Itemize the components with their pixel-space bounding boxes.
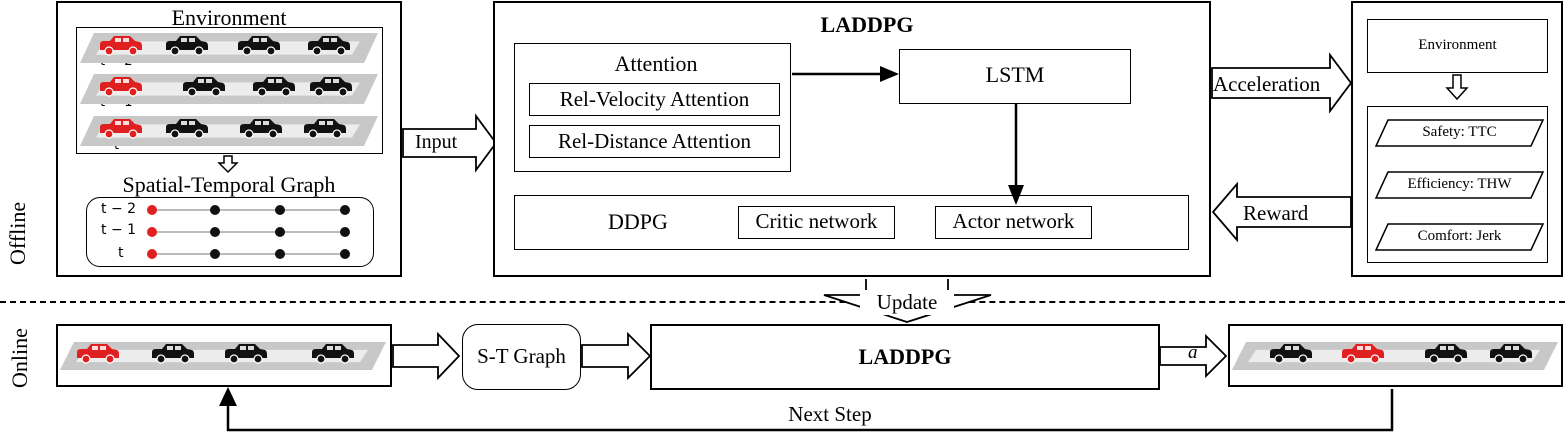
ego-car-icon xyxy=(100,36,142,56)
car-icon xyxy=(166,36,208,56)
car-icon xyxy=(1270,344,1312,364)
car-icon xyxy=(152,344,194,364)
graph-title: Spatial-Temporal Graph xyxy=(122,172,336,197)
env-road-frame-0 xyxy=(80,33,378,63)
rel-distance-attention-box xyxy=(529,125,780,158)
car-icon xyxy=(225,344,267,364)
graph-row-edges xyxy=(152,209,345,255)
right-environment-label: Environment xyxy=(1418,37,1497,53)
efficiency-metric-label: Efficiency: THW xyxy=(1407,176,1512,192)
graph-node xyxy=(340,227,350,237)
action-arrow xyxy=(1159,333,1228,379)
car-icon xyxy=(253,77,295,97)
reward-arrow xyxy=(1211,181,1352,243)
graph-node xyxy=(275,227,285,237)
right-environment-box xyxy=(1367,19,1548,73)
online-current-road xyxy=(60,342,386,370)
graph-node xyxy=(210,227,220,237)
reward-label: Reward xyxy=(1243,201,1309,225)
next-step-label: Next Step xyxy=(788,402,872,426)
efficiency-metric-shape xyxy=(1374,171,1545,199)
critic-network-label: Critic network xyxy=(755,209,878,233)
attention-title: Attention xyxy=(614,51,698,76)
scene-to-graph-arrow xyxy=(392,331,461,381)
ego-car-icon xyxy=(100,77,142,97)
car-icon xyxy=(1490,344,1532,364)
rel-velocity-attention-box xyxy=(529,83,780,116)
car-icon xyxy=(308,36,350,56)
graph-node-ego-t xyxy=(147,249,157,259)
car-icon xyxy=(166,119,208,139)
offline-online-separator xyxy=(0,301,1565,303)
graph-node xyxy=(275,249,285,259)
car-icon xyxy=(312,344,354,364)
graph-node-ego-t-1 xyxy=(147,227,157,237)
car-icon xyxy=(238,36,280,56)
acceleration-label: Acceleration xyxy=(1213,72,1321,96)
action-label: a xyxy=(1188,342,1198,363)
graph-node xyxy=(210,249,220,259)
comfort-metric-shape xyxy=(1374,223,1545,251)
laddpg-online-label: LADDPG xyxy=(858,344,952,369)
laddpg-online-box xyxy=(650,324,1160,390)
critic-network-box xyxy=(738,206,895,239)
acceleration-arrow xyxy=(1211,52,1353,114)
input-label: Input xyxy=(415,131,458,153)
env-road-frame-2 xyxy=(80,116,378,146)
car-icon xyxy=(183,77,225,97)
car-icon xyxy=(240,119,282,139)
next-step-feedback-line xyxy=(226,389,1394,432)
graph-node-ego-t-2 xyxy=(147,205,157,215)
environment-title: Environment xyxy=(171,5,287,30)
laddpg-offline-title: LADDPG xyxy=(820,12,914,37)
safety-metric-shape xyxy=(1374,119,1545,147)
rel-distance-attention-label: Rel-Distance Attention xyxy=(557,129,752,153)
safety-metric-label: Safety: TTC xyxy=(1422,124,1497,140)
graph-row-label-t-2: t − 2 xyxy=(101,201,137,217)
rel-velocity-attention-label: Rel-Velocity Attention xyxy=(559,87,750,111)
online-next-road xyxy=(1232,342,1558,370)
update-label: Update xyxy=(860,290,954,315)
comfort-metric-label: Comfort: Jerk xyxy=(1417,228,1502,244)
car-icon xyxy=(304,119,346,139)
graph-node xyxy=(210,205,220,215)
st-graph-box xyxy=(462,324,581,390)
ego-car-icon xyxy=(1342,344,1384,364)
lstm-box xyxy=(899,49,1131,104)
graph-node xyxy=(340,249,350,259)
lstm-label: LSTM xyxy=(985,62,1045,87)
next-step-arrowhead xyxy=(219,387,237,406)
actor-network-box xyxy=(935,206,1092,239)
ddpg-label: DDPG xyxy=(608,209,668,234)
st-graph-label: S-T Graph xyxy=(477,344,566,368)
graph-node xyxy=(340,205,350,215)
ego-car-icon xyxy=(77,344,119,364)
graph-row-label-t: t xyxy=(118,245,124,261)
ego-car-icon xyxy=(100,119,142,139)
car-icon xyxy=(1425,344,1467,364)
graph-row-label-t-1: t − 1 xyxy=(101,222,137,238)
actor-network-label: Actor network xyxy=(952,209,1075,233)
graph-to-laddpg-arrow xyxy=(581,331,652,381)
graph-node xyxy=(275,205,285,215)
car-icon xyxy=(310,77,352,97)
